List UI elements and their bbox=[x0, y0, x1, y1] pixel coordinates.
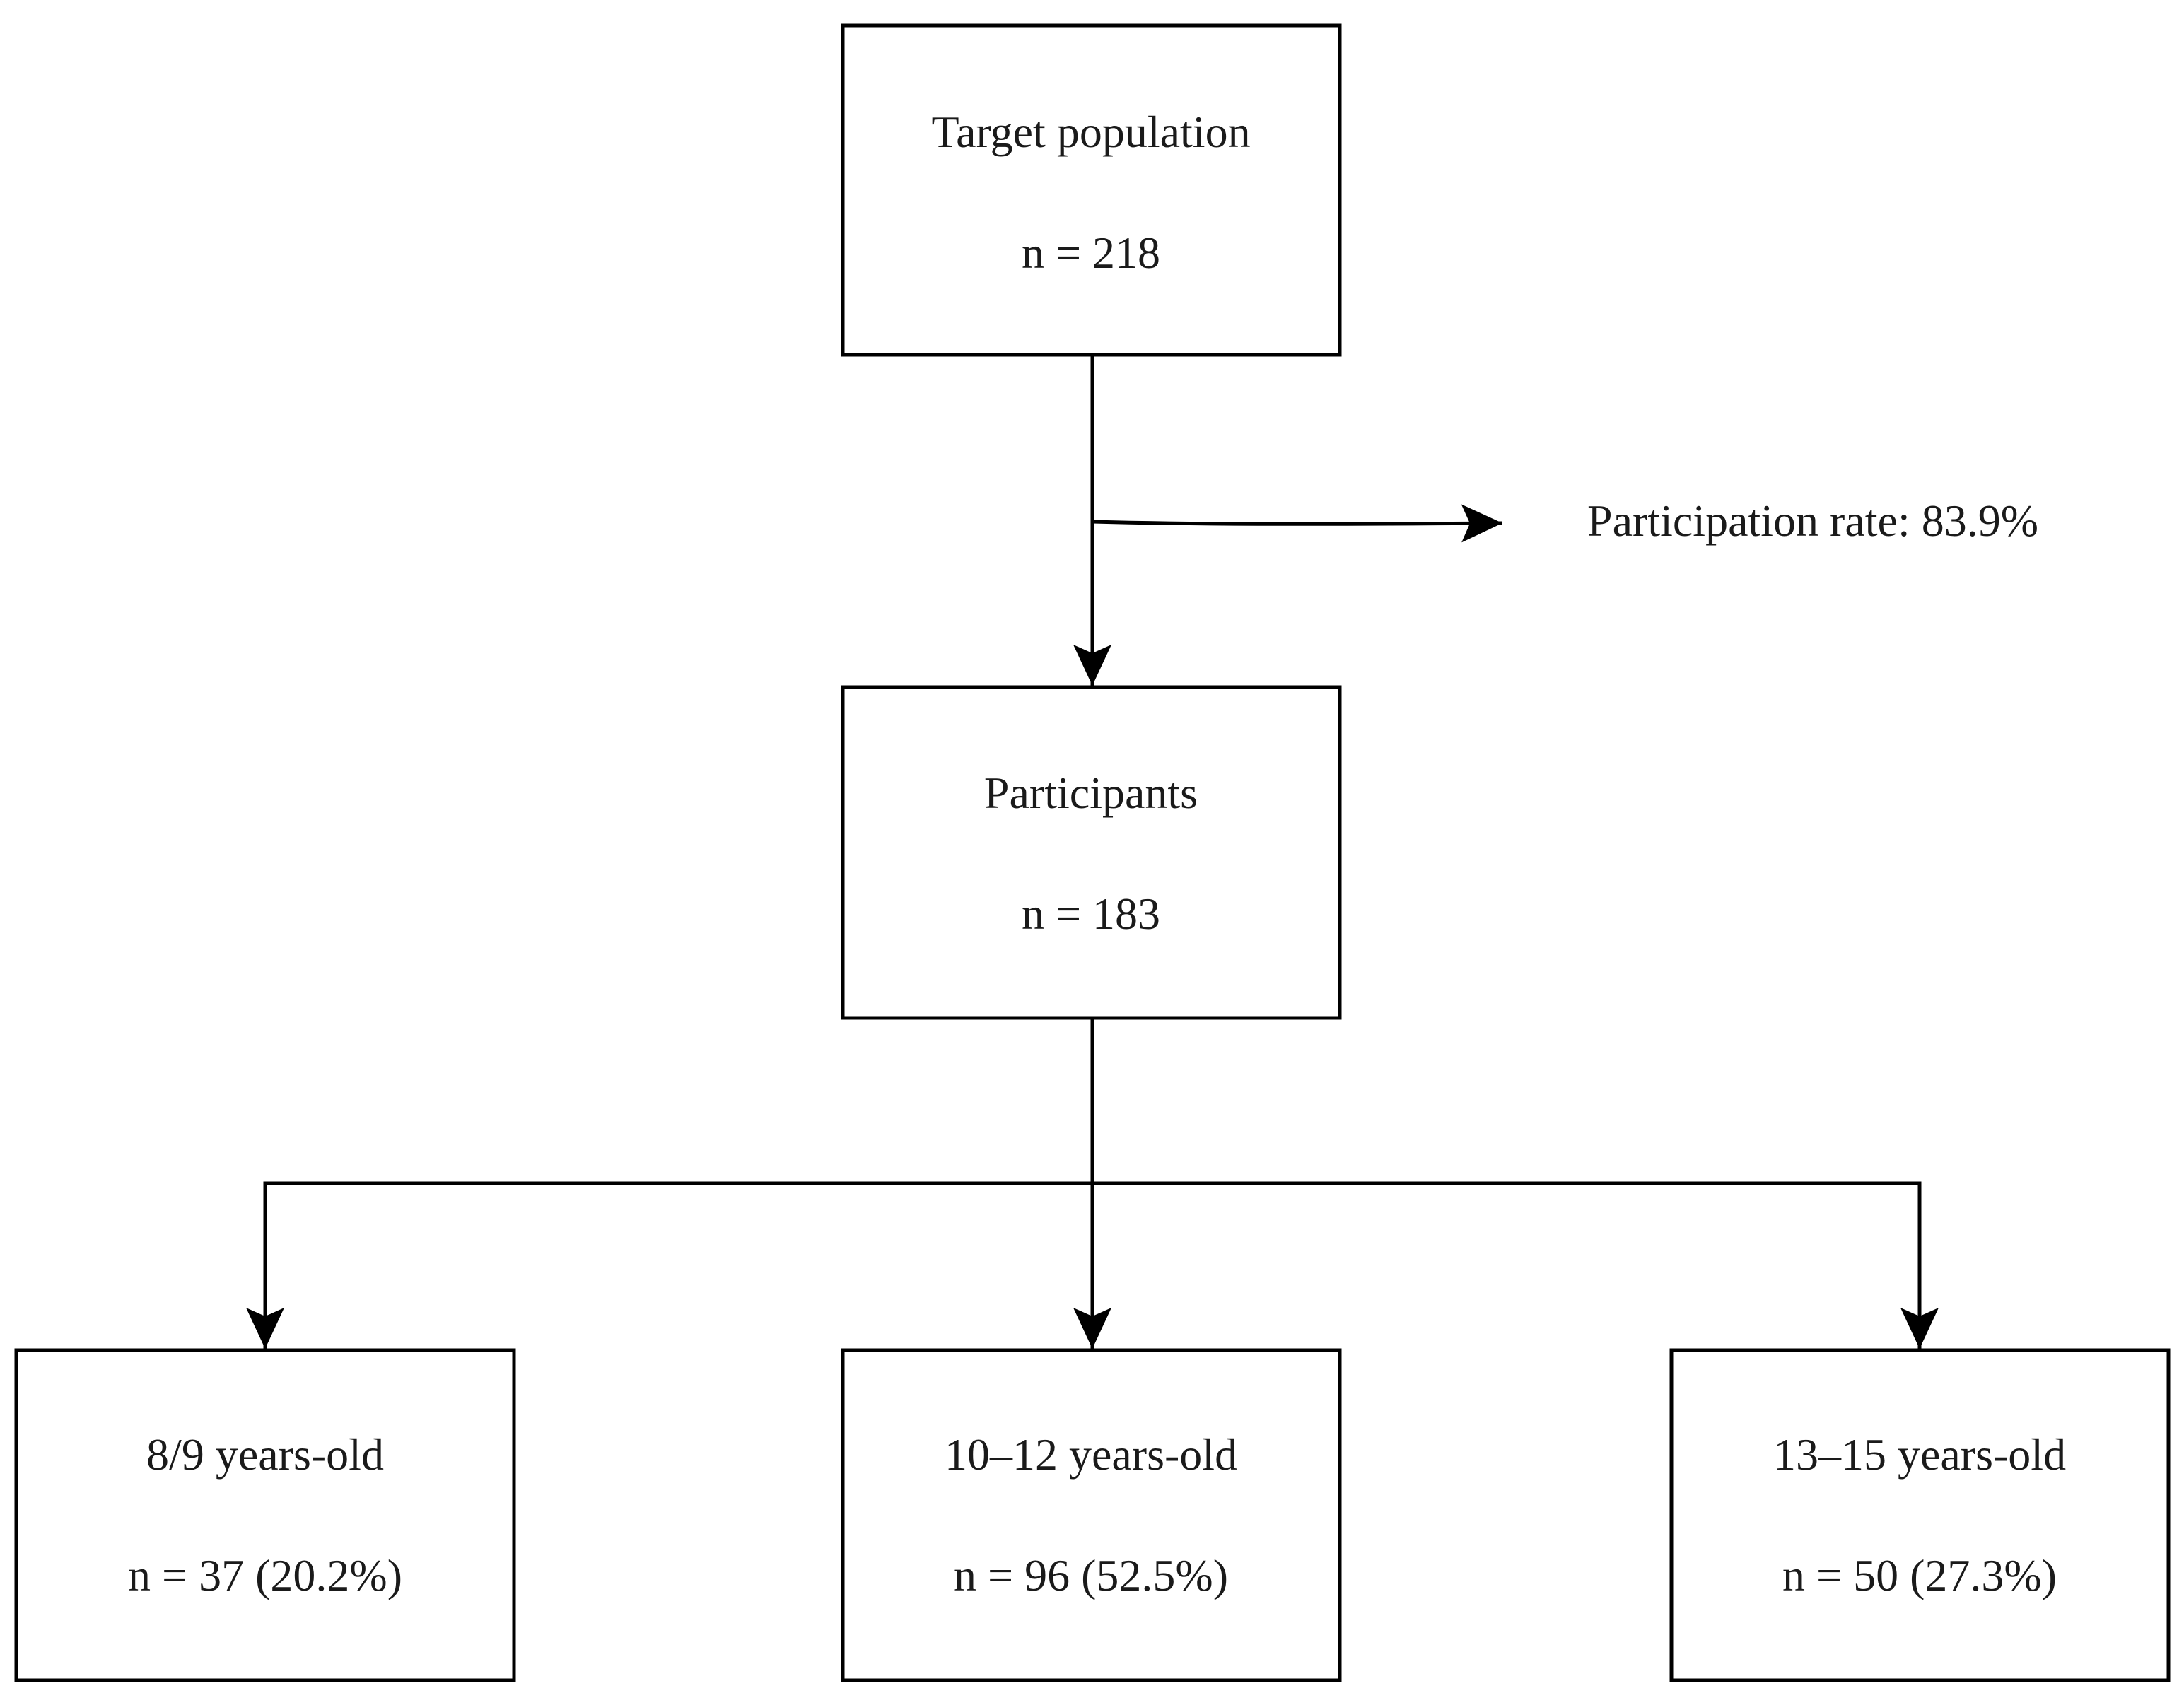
age-group-title: 8/9 years-old bbox=[146, 1429, 384, 1480]
age-group-count: n = 96 (52.5%) bbox=[954, 1550, 1228, 1600]
participants-title: Participants bbox=[984, 768, 1198, 818]
age-group-box-13-15: 13–15 years-old n = 50 (27.3%) bbox=[1669, 1348, 2171, 1682]
age-group-box-8-9: 8/9 years-old n = 37 (20.2%) bbox=[14, 1348, 516, 1682]
target-population-box: Target population n = 218 bbox=[841, 23, 1342, 357]
age-group-count: n = 50 (27.3%) bbox=[1782, 1550, 2057, 1600]
age-group-box-10-12: 10–12 years-old n = 96 (52.5%) bbox=[841, 1348, 1342, 1682]
participation-branch-arrow bbox=[1092, 504, 1503, 543]
age-group-title: 10–12 years-old bbox=[945, 1429, 1237, 1480]
age-group-count: n = 37 (20.2%) bbox=[128, 1550, 402, 1600]
participation-rate-label: Participation rate: 83.9% bbox=[1587, 496, 2038, 546]
target-population-count: n = 218 bbox=[1022, 228, 1160, 278]
age-group-connectors bbox=[246, 1018, 1939, 1350]
target-population-title: Target population bbox=[931, 107, 1250, 157]
participants-box: Participants n = 183 bbox=[841, 685, 1342, 1020]
participants-count: n = 183 bbox=[1022, 889, 1160, 939]
age-group-title: 13–15 years-old bbox=[1773, 1429, 2066, 1480]
